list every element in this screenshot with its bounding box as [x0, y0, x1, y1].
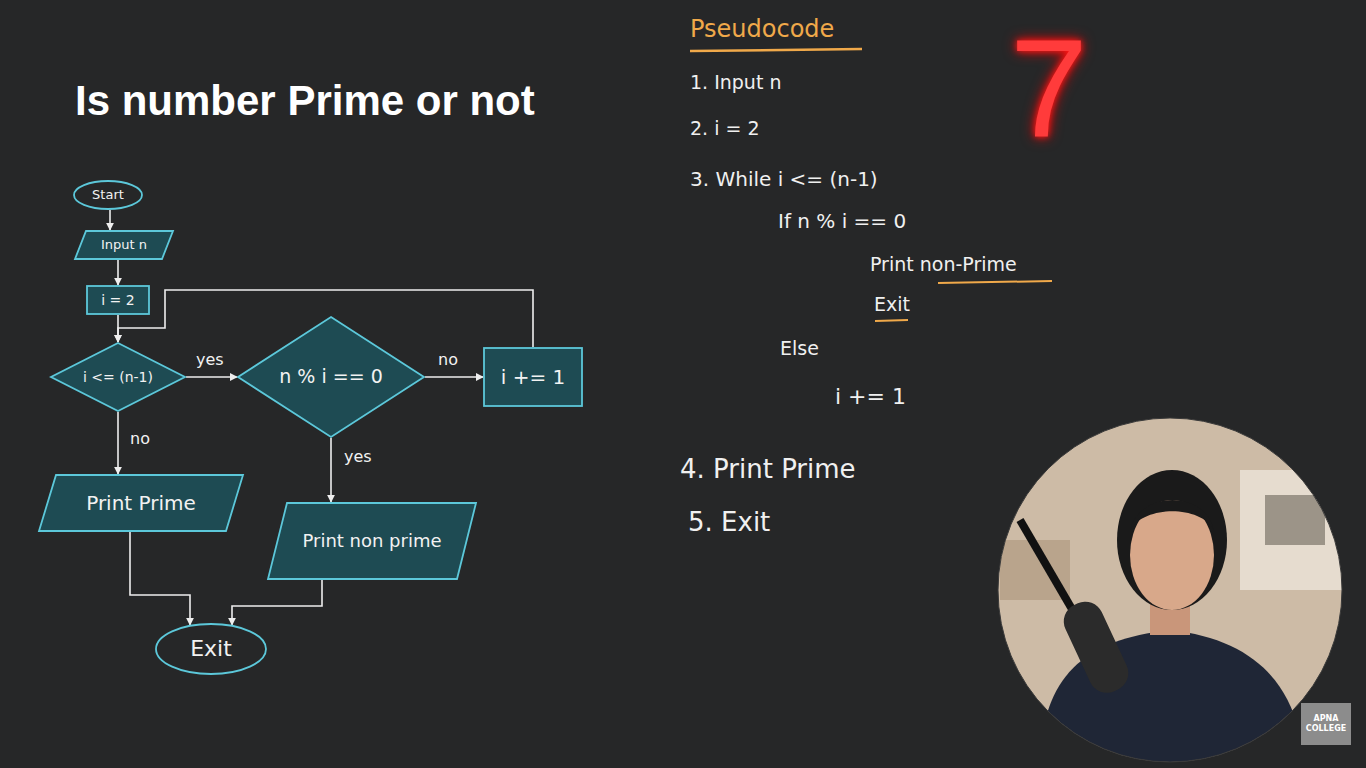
pseudocode-line: 2. i = 2 [690, 118, 760, 140]
node-outline [237, 316, 425, 438]
title: Is number Prime or not [75, 78, 535, 124]
node-outline [50, 342, 186, 412]
pseudocode-line: 5. Exit [688, 508, 770, 538]
node-text-group: Print non prime [302, 531, 441, 552]
edge-label: no [128, 430, 152, 448]
underline [875, 320, 908, 321]
node-outline [38, 474, 244, 532]
process-box: i = 2 [86, 285, 150, 315]
neon-number: 7 [1010, 18, 1088, 158]
flow-arrow [117, 260, 119, 285]
outline-shape [74, 181, 142, 209]
title-underline [690, 49, 862, 51]
node-outline [86, 285, 150, 315]
node-outline [267, 502, 477, 580]
outline-shape [87, 286, 149, 314]
node-text-group: Start [92, 188, 124, 203]
pseudocode-line: Exit [874, 294, 910, 316]
pseudocode-line: Else [780, 338, 819, 360]
pseudocode-line: i += 1 [835, 384, 906, 409]
outline-shape [268, 503, 476, 579]
node-text: Start [92, 188, 124, 203]
wall [990, 410, 1350, 768]
process-box: i += 1 [483, 347, 583, 407]
edge-label: yes [194, 351, 226, 369]
node-outline [74, 230, 174, 260]
node-text-group: n % i == 0 [279, 366, 382, 388]
node-text: i = 2 [101, 292, 134, 308]
flow-arrow [425, 376, 483, 378]
node-text: Exit [190, 636, 232, 661]
output-box: Print Prime [38, 474, 244, 532]
flow-arrow [130, 532, 190, 625]
start-terminal: Start [73, 180, 143, 210]
pseudocode-line: 4. Print Prime [680, 455, 856, 485]
node-outline [73, 180, 143, 210]
node-outline [155, 623, 267, 675]
frame [1265, 495, 1325, 545]
pseudocode-line: If n % i == 0 [778, 210, 906, 233]
hair-front [1130, 500, 1214, 530]
pseudocode-heading: Pseudocode [690, 16, 834, 44]
flow-arrow [109, 210, 111, 230]
edge-label: yes [342, 448, 374, 466]
outline-shape [75, 231, 173, 259]
outline-shape [156, 624, 266, 674]
node-text: n % i == 0 [279, 366, 382, 388]
node-outline [483, 347, 583, 407]
pseudocode-line: 3. While i <= (n-1) [690, 168, 878, 191]
outline-shape [39, 475, 243, 531]
node-text: Print Prime [86, 492, 196, 515]
hair [1117, 470, 1227, 610]
underline [938, 281, 1052, 283]
webcam-view [990, 410, 1350, 768]
edge-label: no [436, 351, 460, 369]
shelf [1240, 470, 1350, 590]
node-text-group: i += 1 [501, 366, 566, 389]
node-text-group: Exit [190, 636, 232, 661]
node-text: i <= (n-1) [83, 369, 153, 385]
webcam-border [998, 418, 1342, 762]
flow-arrow [117, 412, 119, 474]
node-text-group: Input n [101, 238, 147, 253]
outline-shape [484, 348, 582, 406]
node-text: i += 1 [501, 366, 566, 389]
decision-diamond: i <= (n-1) [50, 342, 186, 412]
output-box: Print non prime [267, 502, 477, 580]
pseudocode-line: Print non-Prime [870, 254, 1017, 276]
pseudocode-line: 1. Input n [690, 72, 781, 94]
flow-arrow [118, 290, 533, 347]
exit-terminal: Exit [155, 623, 267, 675]
node-text: Print non prime [302, 531, 441, 552]
node-text-group: Print Prime [86, 492, 196, 515]
flow-arrow [186, 376, 237, 378]
node-text-group: i = 2 [101, 292, 134, 308]
microphone [1058, 596, 1134, 699]
flow-arrow [232, 580, 322, 625]
watermark: APNA COLLEGE [1301, 703, 1351, 745]
outline-shape [51, 343, 185, 411]
node-text: Input n [101, 238, 147, 253]
outline-shape [238, 317, 424, 437]
node-text-group: i <= (n-1) [83, 369, 153, 385]
decision-diamond: n % i == 0 [237, 316, 425, 438]
input-box: Input n [74, 230, 174, 260]
flow-arrow [330, 438, 332, 502]
face [1130, 500, 1214, 610]
